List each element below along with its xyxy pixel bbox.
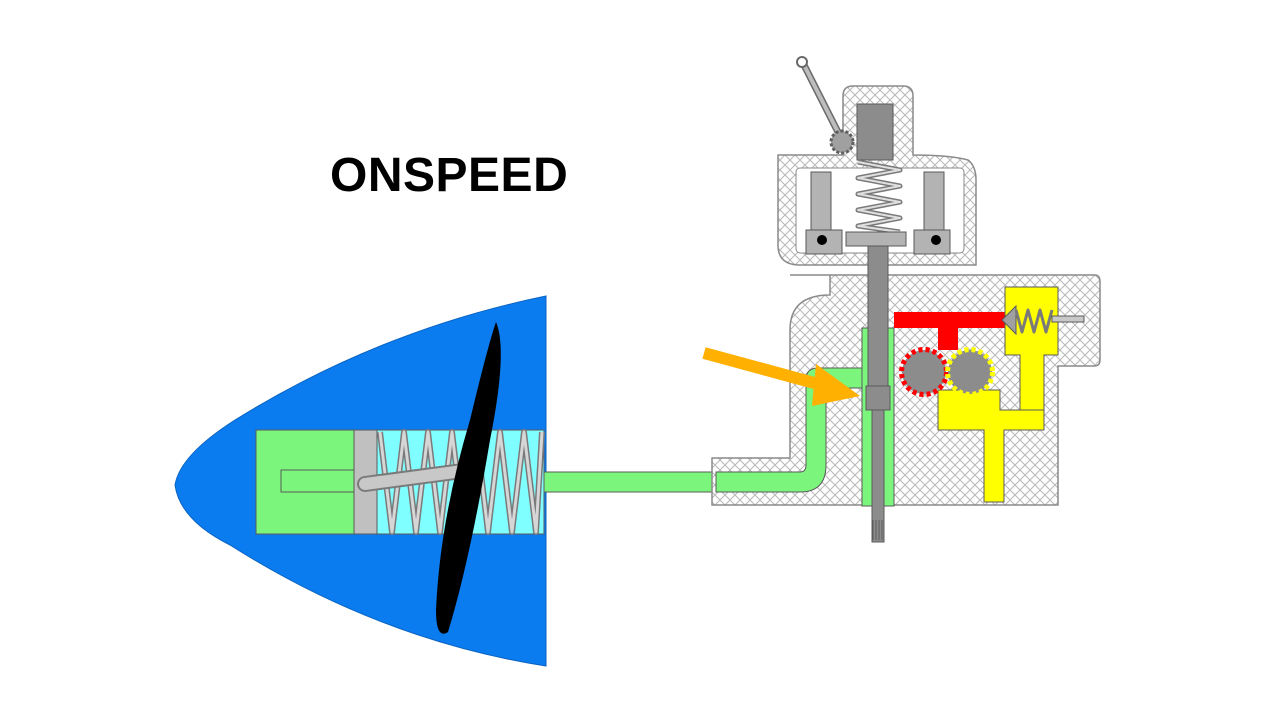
control-rack — [856, 103, 894, 161]
oil-line-to-hub — [543, 471, 717, 493]
flyweight-left — [810, 171, 832, 233]
propeller-hub — [174, 295, 547, 667]
pump-supply-lower — [937, 389, 1045, 503]
control-pinion-gear — [829, 129, 855, 155]
gear-pump — [899, 347, 995, 397]
propeller-blade — [436, 322, 501, 634]
flyweight-pivot-left — [817, 235, 827, 245]
flow-arrow-icon — [702, 347, 860, 406]
oil-passage — [543, 471, 717, 493]
flyweights — [805, 171, 951, 255]
pressure-relief-valve — [1001, 304, 1085, 336]
pilot-valve-land — [865, 385, 891, 411]
diagram-title: ONSPEED — [330, 149, 569, 202]
pilot-valve-lower — [871, 409, 885, 543]
pump-pressure-line — [894, 312, 1006, 350]
pilot-valve-stem — [867, 245, 889, 387]
governor-body — [711, 56, 1101, 543]
relief-valve-spring — [1014, 308, 1054, 334]
lever-pivot — [796, 56, 808, 68]
flyweight-head — [845, 231, 907, 247]
piston-rod-slot — [280, 469, 355, 493]
relief-valve-poppet — [1001, 304, 1017, 336]
flyweight-pivot-right — [931, 235, 941, 245]
flyweight-right — [923, 171, 945, 233]
